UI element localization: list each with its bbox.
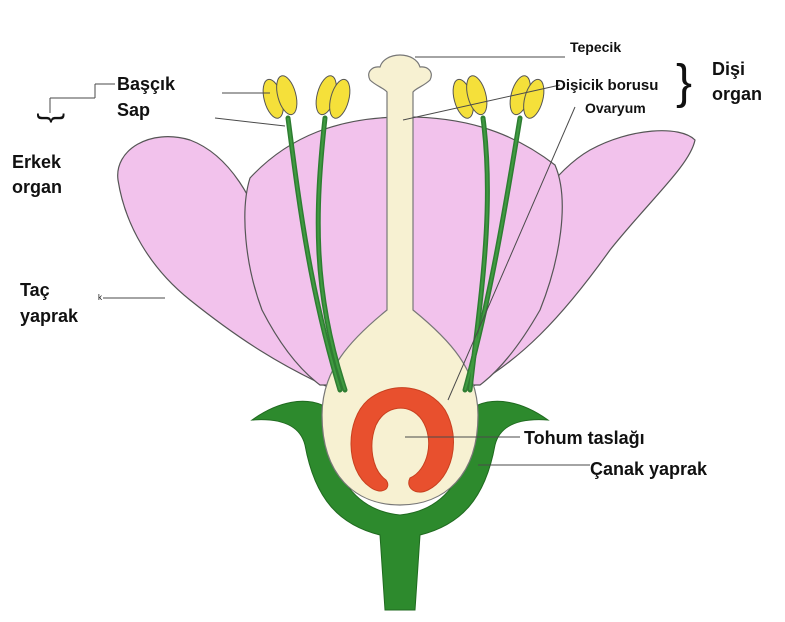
label-tac: Taç bbox=[20, 280, 50, 300]
erkek-organ-brace: } bbox=[36, 113, 69, 123]
label-erkek-organ: organ bbox=[12, 177, 62, 197]
label-canak-yaprak: Çanak yaprak bbox=[590, 459, 708, 479]
label-disi-organ: organ bbox=[712, 84, 762, 104]
label-tohum-taslagi: Tohum taslağı bbox=[524, 428, 645, 448]
label-stray-k: k bbox=[98, 293, 103, 302]
label-tac-yaprak: yaprak bbox=[20, 306, 79, 326]
label-tepecik: Tepecik bbox=[570, 39, 621, 55]
label-erkek: Erkek bbox=[12, 152, 62, 172]
label-bascik: Başçık bbox=[117, 74, 176, 94]
label-ovaryum: Ovaryum bbox=[585, 100, 646, 116]
label-disi: Dişi bbox=[712, 59, 745, 79]
label-disicik-borusu: Dişicik borusu bbox=[555, 77, 658, 94]
label-sap: Sap bbox=[117, 100, 150, 120]
disi-organ-brace: } bbox=[676, 56, 692, 109]
